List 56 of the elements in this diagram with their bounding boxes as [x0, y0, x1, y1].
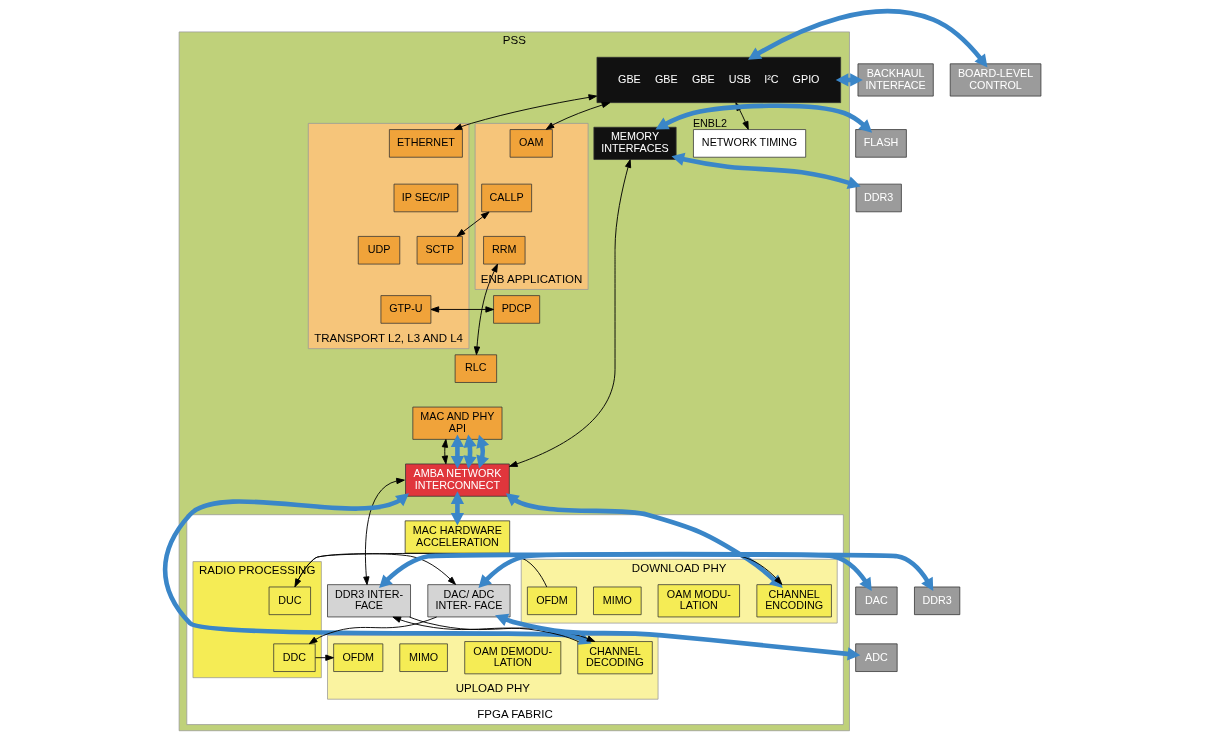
arrow	[441, 438, 449, 465]
node-box: CHANNEL DECODING	[577, 641, 653, 675]
node-box: SCTP	[416, 236, 463, 265]
node-box: ETHERNET	[389, 129, 463, 158]
arrow	[495, 613, 861, 661]
node-box: MIMO	[593, 586, 642, 616]
arrow	[314, 654, 334, 661]
node-box: OFDM	[527, 586, 577, 616]
node-box: IP SEC/IP	[393, 183, 459, 213]
node-box: OAM	[509, 129, 553, 158]
node-box: CHANNEL ENCODING	[756, 584, 832, 618]
arrow	[453, 94, 598, 130]
arrow	[308, 616, 438, 645]
node-box: PDCP	[493, 295, 541, 324]
node-box: DDR3	[855, 183, 902, 213]
node-box: OAM DEMODU- LATION	[464, 641, 562, 675]
arrow	[450, 434, 465, 469]
node-box: CALLP	[481, 183, 532, 213]
node-box: OAM MODU- LATION	[657, 584, 740, 618]
node-box: DAC/ ADC INTER- FACE	[427, 584, 511, 618]
node-box: MAC HARDWARE ACCELERATION	[404, 520, 511, 554]
node-box: FLASH	[855, 129, 907, 158]
arrow	[473, 263, 498, 356]
node-box: ADC	[855, 643, 898, 672]
node-box: DDR3	[914, 586, 961, 616]
node-box: MAC AND PHY API	[412, 406, 503, 440]
arrow	[430, 306, 494, 313]
node-box: NETWORK TIMING	[693, 129, 807, 158]
node-box: RLC	[454, 354, 497, 383]
node-box: GBE GBE GBE USB I²C GPIO	[596, 56, 842, 104]
node-box: RRM	[483, 236, 526, 265]
arrow	[456, 211, 490, 237]
node-box: UDP	[357, 236, 401, 265]
arrow	[363, 477, 405, 586]
node-box: MEMORY INTERFACES	[593, 126, 677, 160]
node-box: GTP-U	[380, 295, 432, 324]
arrow	[671, 152, 861, 190]
arrow	[748, 8, 988, 68]
node-box: AMBA NETWORK INTERCONNECT	[405, 463, 510, 497]
arrow	[392, 616, 579, 642]
arrow	[379, 552, 934, 592]
node-box: DDC	[273, 643, 316, 672]
node-box: DDR3 INTER- FACE	[327, 584, 411, 618]
node-box: BOARD-LEVEL CONTROL	[949, 63, 1042, 97]
arrow	[450, 491, 465, 526]
node-box: DUC	[268, 586, 311, 616]
arrow	[505, 493, 783, 589]
node-label: ENBL2	[692, 116, 727, 129]
arrow	[463, 434, 477, 469]
node-box: BACKHAUL INTERFACE	[857, 63, 934, 97]
arrow	[509, 159, 632, 467]
arrow	[545, 101, 611, 130]
arrow	[835, 73, 863, 87]
node-box: OFDM	[333, 643, 384, 672]
node-box: DAC	[855, 586, 898, 616]
node-box: MIMO	[399, 643, 448, 672]
